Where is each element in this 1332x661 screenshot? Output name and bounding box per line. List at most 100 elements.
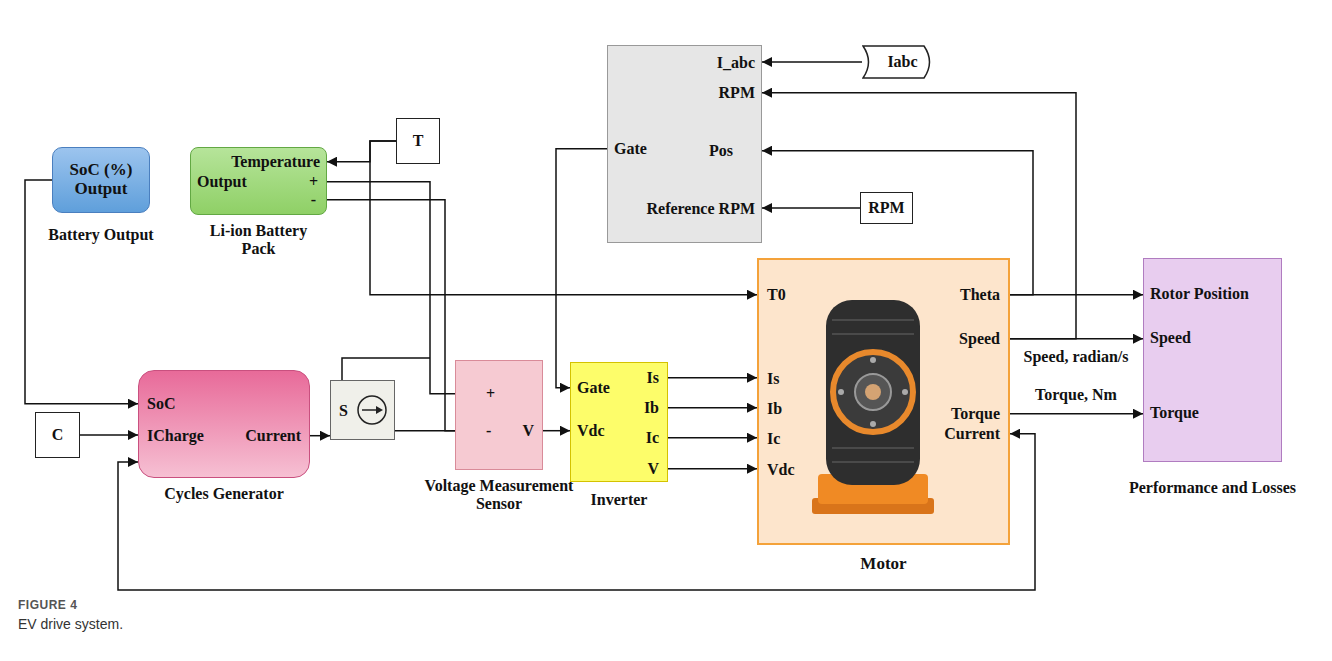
text-slot: SoC — [147, 395, 175, 413]
block-title: Battery Output — [48, 226, 153, 244]
motor-bolt — [902, 389, 908, 395]
signal-connector — [310, 435, 330, 437]
signal-connector — [762, 93, 1076, 339]
text-slot: - — [486, 422, 491, 440]
text-slot: Iabc — [862, 45, 936, 79]
text-slot: Cycles Generator — [164, 485, 284, 503]
signal-connector — [556, 149, 607, 388]
text-slot: Battery Output — [48, 226, 153, 244]
text-slot: S — [339, 402, 348, 420]
block-text: Iabc — [887, 53, 917, 71]
motor-rib — [832, 333, 914, 335]
signal-connector — [762, 207, 860, 209]
port-label: RPM — [719, 84, 755, 101]
signal-connector — [395, 430, 455, 432]
block-text: T — [413, 132, 424, 150]
signal-connector — [1010, 338, 1143, 340]
soc-output-block: SoC (%) OutputBattery Output — [52, 147, 150, 213]
text-slot: Theta — [960, 286, 1000, 304]
text-slot: SoC (%) Output — [53, 148, 149, 212]
source-wire — [342, 358, 430, 380]
text-slot: Is — [647, 369, 659, 387]
connector-label: Speed, radian/s — [1022, 348, 1131, 366]
port-label: Ic — [646, 429, 659, 446]
port-label: Is — [767, 370, 779, 387]
constant-block: C — [35, 412, 80, 458]
port-label: Ib — [767, 400, 782, 417]
text-slot: Current — [245, 427, 301, 445]
port-label: S — [339, 402, 348, 419]
text-slot: C — [36, 413, 79, 457]
text-slot: Pos — [709, 142, 733, 160]
block-title: Li-ion Battery Pack — [194, 222, 324, 257]
motor-picture — [812, 300, 934, 514]
voltage-sensor-block: +-VVoltage Measurement Sensor — [455, 360, 543, 470]
port-label: Torque — [951, 405, 1000, 422]
port-label: Theta — [960, 286, 1000, 303]
text-slot: Ib — [644, 399, 659, 417]
signal-connector — [327, 182, 455, 394]
text-slot: Li-ion Battery Pack — [194, 222, 324, 257]
block-title: Inverter — [591, 491, 648, 509]
connector-label-text: Speed, radian/s — [1022, 348, 1131, 365]
signal-connector — [327, 141, 396, 162]
block-text: RPM — [868, 199, 904, 217]
text-slot: Vdc — [767, 461, 795, 479]
block-text: C — [52, 426, 64, 444]
caption-text: EV drive system. — [18, 616, 123, 632]
current-source-symbol — [358, 396, 386, 424]
text-slot: Motor — [860, 555, 906, 574]
motor-rib — [832, 319, 914, 321]
text-slot: Reference RPM — [646, 200, 755, 218]
port-label: Speed — [959, 330, 1000, 347]
text-slot: V — [647, 460, 659, 478]
port-label: Ib — [644, 399, 659, 416]
text-slot: Ib — [767, 400, 782, 418]
gate-control-block: I_abcRPMGatePosReference RPM — [607, 45, 762, 243]
port-label: Speed — [1150, 329, 1191, 346]
signal-connector — [762, 61, 862, 63]
port-label: Current — [944, 425, 1000, 442]
motor-bolt — [870, 357, 876, 363]
port-label: Pos — [709, 142, 733, 159]
port-label: Gate — [614, 140, 647, 157]
text-slot: Gate — [577, 379, 610, 397]
text-slot: + — [309, 173, 318, 191]
text-slot: T — [397, 119, 439, 163]
tag-outline-path — [863, 46, 930, 78]
text-slot: Ic — [767, 430, 780, 448]
text-slot: Ic — [646, 429, 659, 447]
source-arrow-head — [376, 406, 383, 414]
source-arrow-shaft — [362, 409, 378, 411]
port-label: SoC — [147, 395, 175, 412]
motor-fill — [757, 258, 1010, 545]
motor-block: T0ThetaSpeedIsIbIcVdcTorqueCurrentMotor — [757, 258, 1010, 545]
text-slot: Inverter — [591, 491, 648, 509]
current-source-block: S — [330, 380, 395, 440]
block-text: SoC (%) Output — [58, 161, 144, 198]
text-slot: RPM — [719, 84, 755, 102]
constant-block: T — [396, 118, 440, 164]
port-label: Gate — [577, 379, 610, 396]
constant-block: RPM — [860, 192, 913, 224]
text-slot: Torque — [1150, 404, 1199, 422]
motor-bolt — [838, 389, 844, 395]
inverter-block: GateIsIbIcVdcVInverter — [570, 362, 668, 482]
figure-caption: EV drive system. — [18, 616, 123, 632]
text-slot: Temperature — [231, 153, 320, 171]
signal-connector — [543, 430, 570, 432]
text-slot: Output — [197, 173, 247, 191]
text-slot: Gate — [614, 140, 647, 158]
motor-rib — [832, 461, 914, 463]
port-label: - — [311, 191, 316, 208]
figure-number: FIGURE 4 — [18, 598, 77, 612]
port-label: Output — [197, 173, 247, 190]
motor-rib — [832, 447, 914, 449]
text-slot: Vdc — [577, 422, 605, 440]
block-title: Cycles Generator — [164, 485, 284, 503]
connector-label: Torque, Nm — [1033, 386, 1119, 404]
text-slot: Current — [944, 425, 1000, 443]
text-slot: V — [522, 422, 534, 440]
signal-connector — [668, 468, 757, 470]
